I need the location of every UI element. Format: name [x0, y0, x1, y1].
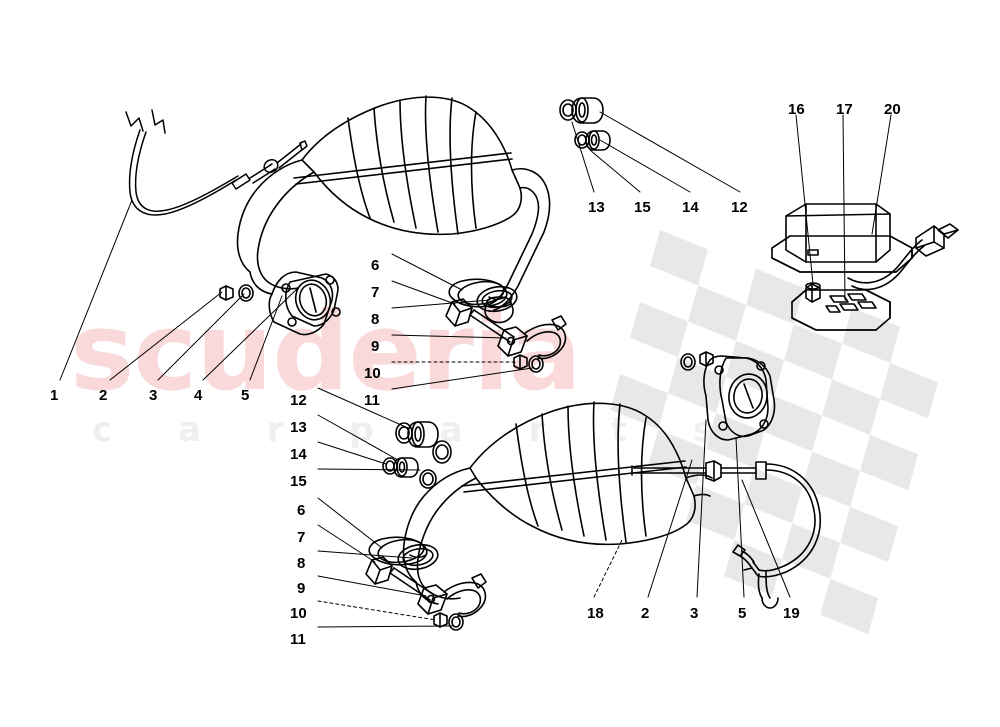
callout-number-14t: 14	[682, 199, 699, 216]
upper-catalytic-converter	[236, 95, 551, 324]
callout-number-1: 1	[50, 387, 59, 404]
upper-nut-washer-group	[219, 284, 254, 302]
callout-number-6: 6	[371, 257, 380, 274]
callout-number-11: 11	[364, 392, 380, 409]
callout-number-17: 17	[836, 101, 853, 118]
callout-number-8: 8	[371, 311, 380, 328]
leader-lines	[59, 111, 892, 628]
upper-lambda-sensor	[125, 109, 308, 216]
lower-lambda-sensor	[631, 460, 822, 609]
callout-number-2: 2	[99, 387, 108, 404]
lower-ring-group	[382, 421, 452, 489]
callout-number-11b: 11	[290, 631, 306, 648]
callout-number-14: 14	[290, 446, 307, 463]
callout-number-8b: 8	[297, 555, 306, 572]
callout-number-7: 7	[371, 284, 380, 301]
callout-number-16: 16	[788, 101, 805, 118]
callout-number-12t: 12	[731, 199, 748, 216]
callout-number-15: 15	[290, 473, 307, 490]
callout-number-12: 12	[290, 392, 307, 409]
callout-number-2r: 2	[641, 605, 650, 622]
callout-number-9b: 9	[297, 580, 306, 597]
lower-catalytic-converter	[402, 401, 713, 605]
upper-clamp-assembly	[445, 278, 567, 373]
control-unit-assembly	[771, 203, 959, 331]
callout-number-3: 3	[149, 387, 158, 404]
callout-number-4: 4	[194, 387, 203, 404]
callout-number-19: 19	[783, 605, 800, 622]
callout-number-5r: 5	[738, 605, 747, 622]
callout-number-20: 20	[884, 101, 901, 118]
callout-number-13: 13	[290, 419, 307, 436]
callout-number-5: 5	[241, 387, 250, 404]
callout-number-6b: 6	[297, 502, 306, 519]
callout-number-10b: 10	[290, 605, 307, 622]
upper-flange	[268, 271, 341, 336]
lower-flange	[703, 355, 776, 441]
callout-number-3r: 3	[690, 605, 699, 622]
lower-nut-washer-group-right	[680, 351, 714, 371]
callout-number-18: 18	[587, 605, 604, 622]
callout-number-15t: 15	[634, 199, 651, 216]
callout-number-7b: 7	[297, 529, 306, 546]
lower-clamp-assembly	[365, 536, 487, 631]
callout-number-13t: 13	[588, 199, 605, 216]
callout-number-9: 9	[371, 338, 380, 355]
callout-number-10: 10	[364, 365, 381, 382]
upper-ring-group-a	[559, 97, 604, 124]
